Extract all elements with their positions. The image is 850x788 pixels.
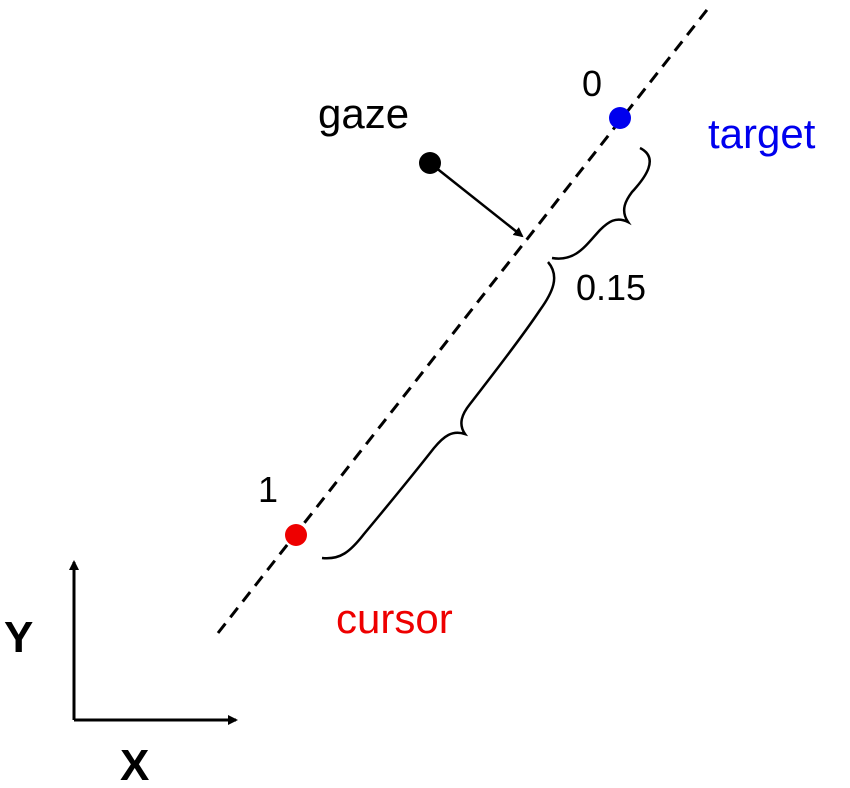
cursor-label: cursor bbox=[336, 595, 453, 642]
target-label: target bbox=[708, 110, 816, 157]
gaze-projection-arrow bbox=[429, 162, 524, 238]
y-axis-label: Y bbox=[4, 613, 33, 662]
large-brace bbox=[321, 261, 556, 560]
small-brace bbox=[551, 146, 651, 260]
target-value-label: 0 bbox=[582, 63, 602, 104]
gaze-point bbox=[419, 152, 441, 174]
target-point bbox=[609, 107, 631, 129]
x-axis-label: X bbox=[120, 741, 149, 788]
projection-value-label: 0.15 bbox=[576, 267, 646, 308]
gaze-label: gaze bbox=[318, 90, 409, 137]
cursor-value-label: 1 bbox=[258, 469, 278, 510]
cursor-point bbox=[285, 524, 307, 546]
